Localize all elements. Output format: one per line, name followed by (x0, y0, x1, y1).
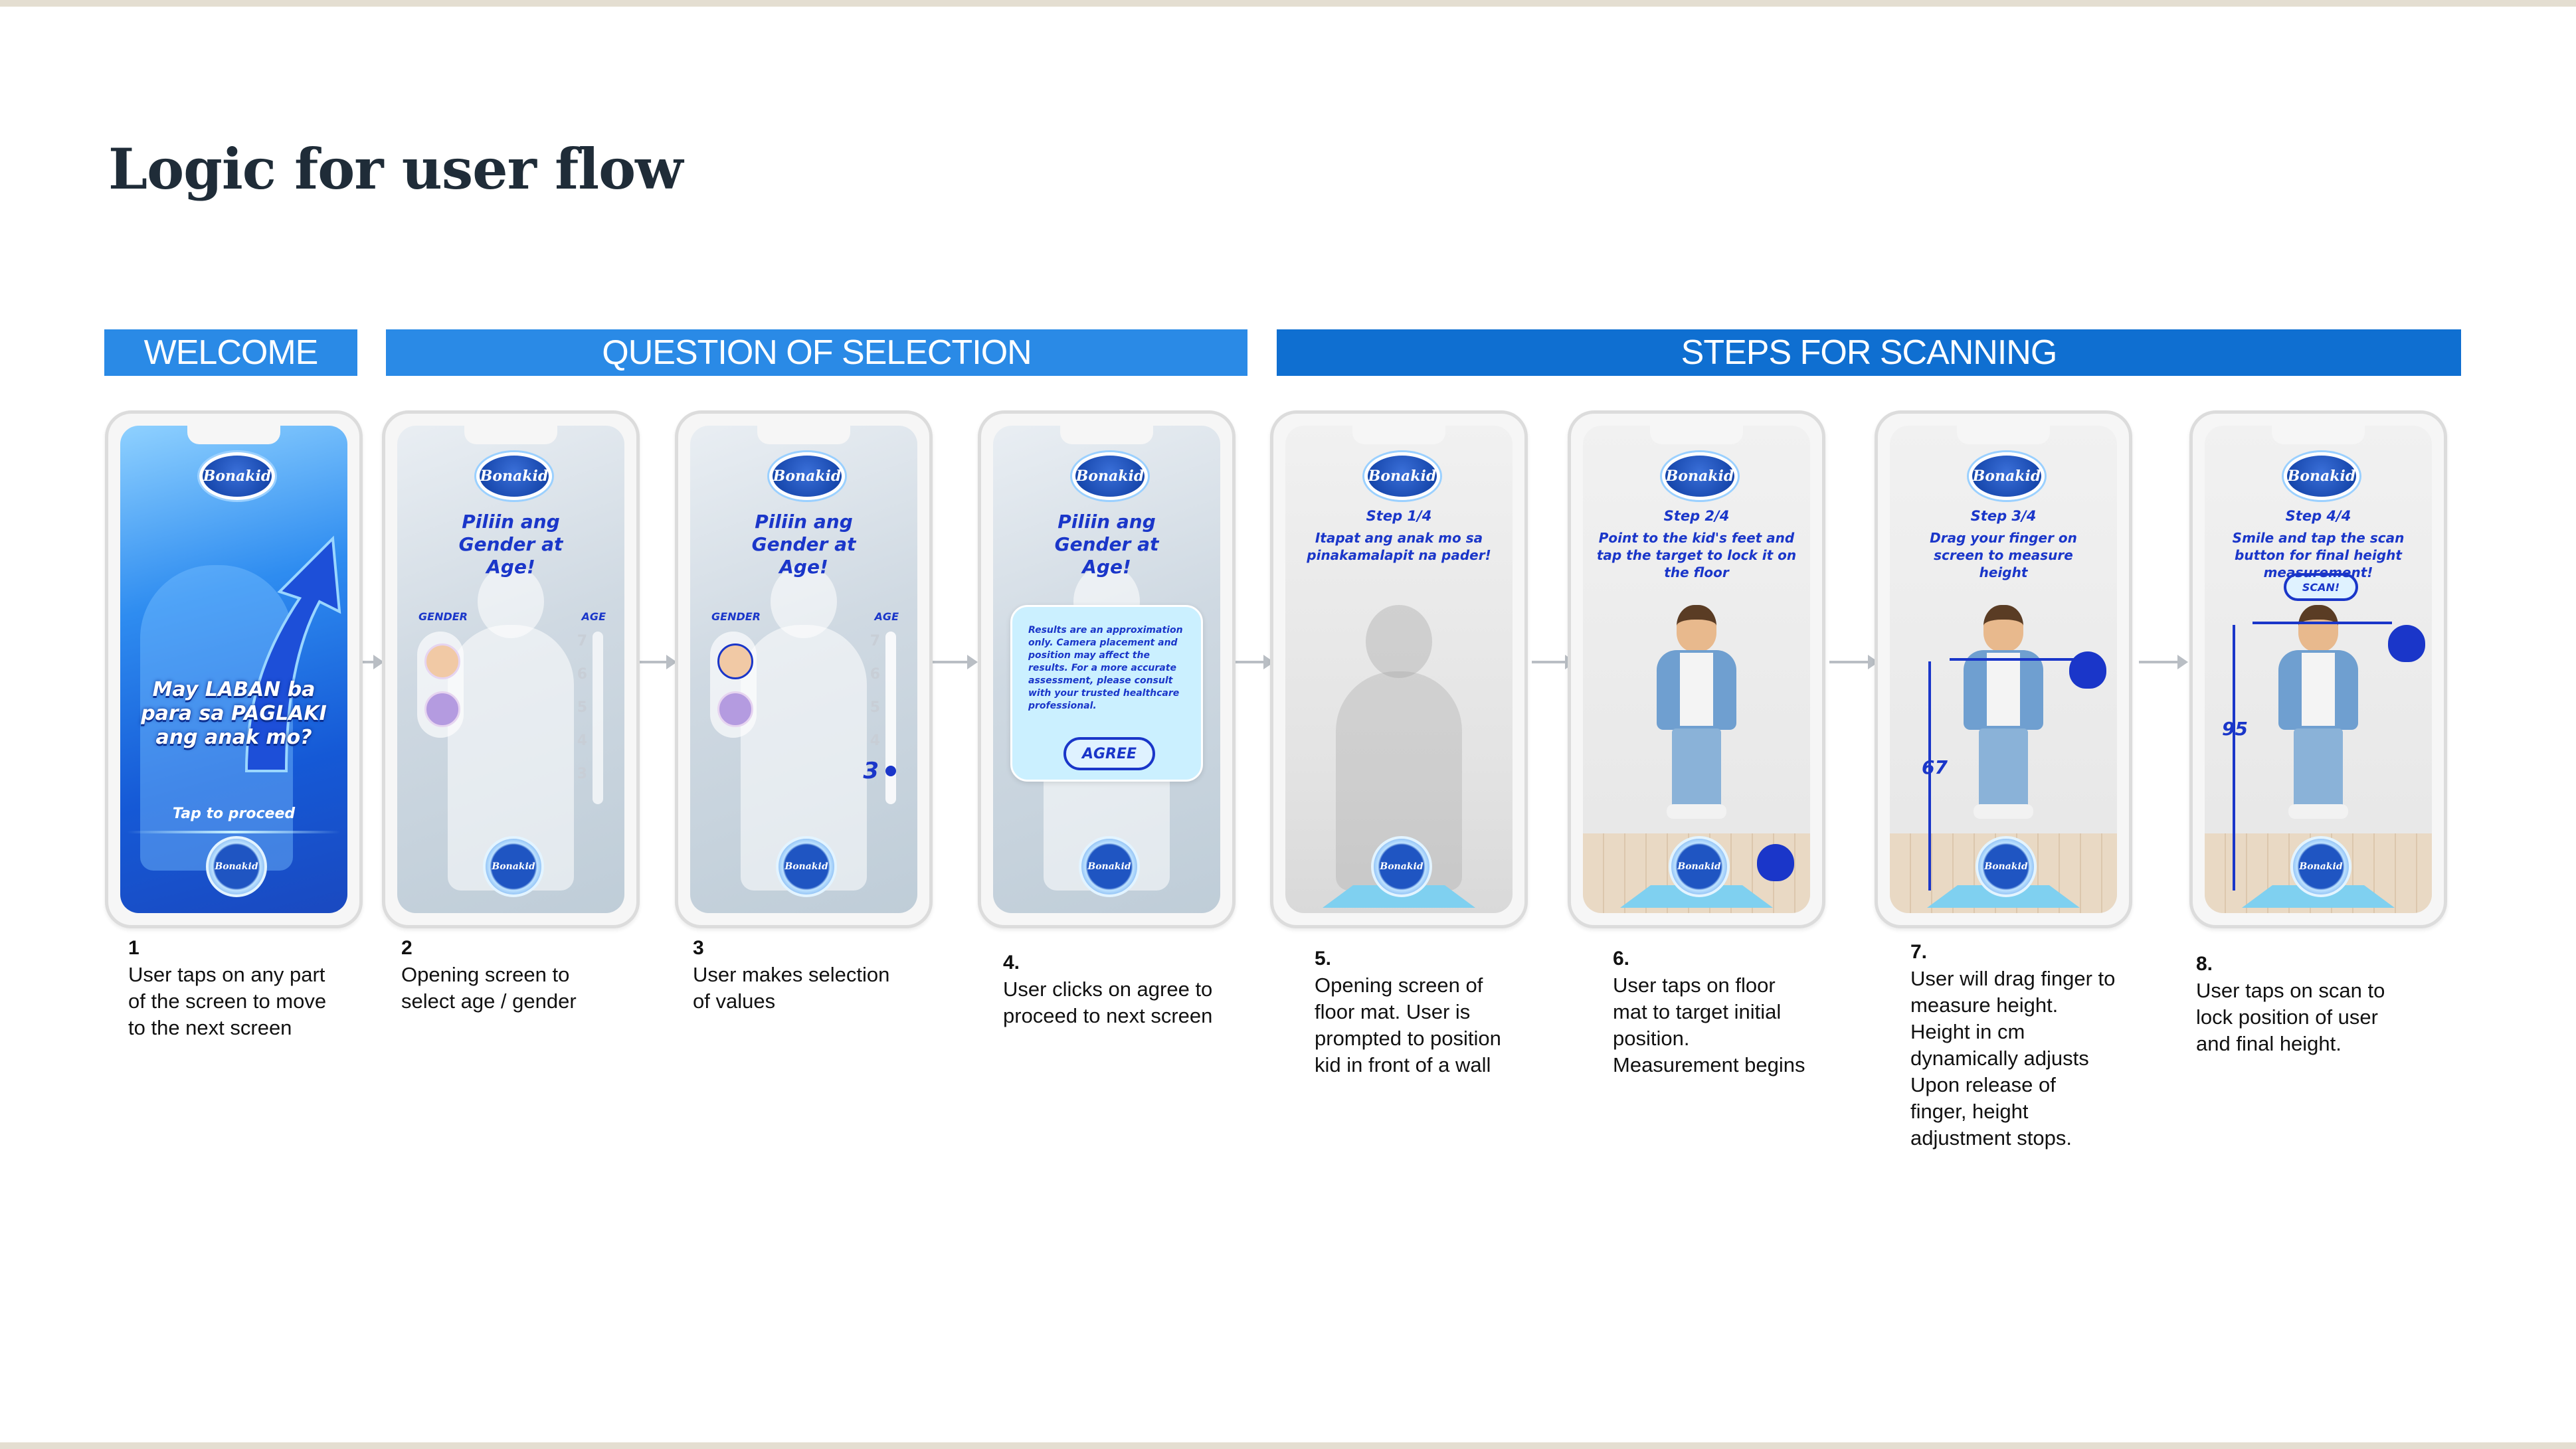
welcome-headline: May LABAN ba para sa PAGLAKI ang anak mo… (141, 678, 327, 749)
bonakid-badge: Bonakid (1371, 836, 1432, 897)
flow-arrow (1829, 655, 1879, 669)
boy-avatar-icon[interactable] (424, 643, 460, 679)
caption-7: 7. User will drag finger to measure heig… (1910, 941, 2116, 1150)
bonakid-badge: Bonakid (1079, 836, 1140, 897)
age-slider[interactable] (593, 632, 603, 804)
section-question: QUESTION OF SELECTION (386, 329, 1247, 376)
step-indicator: Step 1/4 (1366, 508, 1432, 524)
flow-arrow (2139, 655, 2188, 669)
step-indicator: Step 3/4 (1970, 508, 2037, 524)
phone-screen-6[interactable]: Bonakid Step 2/4 Point to the kid's feet… (1568, 410, 1825, 928)
age-label: AGE (581, 610, 606, 623)
bonakid-logo: Bonakid (2284, 452, 2359, 500)
screen-heading: Drag your finger on screen to measure he… (1930, 530, 2077, 580)
gender-label: GENDER (711, 610, 761, 623)
gender-selector[interactable] (710, 632, 757, 738)
caption-3: 3 User makes selection of values (693, 937, 890, 1013)
phone-screen-3[interactable]: Bonakid Piliin ang Gender at Age! GENDER… (675, 410, 933, 928)
bonakid-logo: Bonakid (1364, 452, 1440, 500)
scan-button[interactable]: SCAN! (2284, 573, 2358, 601)
screen-heading: Piliin ang Gender at Age! (751, 511, 856, 578)
flow-arrow (357, 655, 384, 669)
disclaimer-card: Results are an approximation only. Camer… (1010, 605, 1203, 782)
age-slider[interactable] (885, 632, 896, 804)
tap-to-proceed[interactable]: Tap to proceed (172, 806, 296, 822)
disclaimer-text: Results are an approximation only. Camer… (1028, 625, 1183, 711)
screen-heading: Piliin ang Gender at Age! (1054, 511, 1159, 578)
boy-avatar-icon[interactable] (717, 643, 753, 679)
phone-screen-4[interactable]: Bonakid Piliin ang Gender at Age! Result… (978, 410, 1236, 928)
bonakid-logo: Bonakid (1969, 452, 2045, 500)
kid-photo (2268, 605, 2368, 824)
arrow-up-icon (244, 535, 341, 772)
step-indicator: Step 2/4 (1663, 508, 1730, 524)
phone-screen-1[interactable]: Bonakid May LABAN ba para sa PAGLAKI ang… (105, 410, 363, 928)
flow-arrow (1532, 655, 1576, 669)
bonakid-logo: Bonakid (199, 452, 275, 500)
proceed-glow-line (127, 831, 341, 833)
caption-1: 1 User taps on any part of the screen to… (128, 937, 327, 1039)
age-label: AGE (874, 610, 899, 623)
bonakid-badge: Bonakid (1669, 836, 1730, 897)
bonakid-badge: Bonakid (1976, 836, 2037, 897)
screen-heading: Piliin ang Gender at Age! (458, 511, 563, 578)
bottom-rule (0, 1442, 2576, 1449)
height-marker[interactable] (1950, 658, 2082, 661)
height-value: 67 (1922, 756, 1948, 778)
phone-screen-8[interactable]: Bonakid Step 4/4 Smile and tap the scan … (2189, 410, 2447, 928)
flow-arrow (1232, 655, 1274, 669)
agree-button[interactable]: AGREE (1063, 737, 1155, 770)
bonakid-logo: Bonakid (476, 452, 552, 500)
tap-hand-icon (1757, 844, 1794, 881)
kid-photo (1647, 605, 1746, 824)
bonakid-badge: Bonakid (206, 836, 267, 897)
caption-8: 8. User taps on scan to lock position of… (2196, 953, 2385, 1055)
phone-screen-5[interactable]: Bonakid Step 1/4 Itapat ang anak mo sa p… (1270, 410, 1528, 928)
screen-heading: Point to the kid's feet and tap the targ… (1596, 530, 1797, 580)
girl-avatar-icon[interactable] (717, 691, 753, 727)
kid-photo (1954, 605, 2053, 824)
height-ruler (1928, 661, 1931, 891)
bonakid-badge: Bonakid (2290, 836, 2351, 897)
flow-arrow (634, 655, 677, 669)
selected-age: 3 (863, 758, 879, 784)
screen-heading: Smile and tap the scan button for final … (2232, 530, 2405, 580)
bonakid-badge: Bonakid (483, 836, 544, 897)
flow-arrow (929, 655, 978, 669)
caption-2: 2 Opening screen to select age / gender (401, 937, 577, 1013)
section-scanning: STEPS FOR SCANNING (1277, 329, 2461, 376)
girl-avatar-icon[interactable] (424, 691, 460, 727)
height-ruler (2233, 625, 2235, 891)
section-welcome: WELCOME (104, 329, 357, 376)
height-value: 95 (2222, 718, 2248, 740)
step-indicator: Step 4/4 (2285, 508, 2351, 524)
gender-label: GENDER (418, 610, 468, 623)
top-rule (0, 0, 2576, 7)
caption-6: 6. User taps on floor mat to target init… (1613, 948, 1805, 1076)
gender-selector[interactable] (417, 632, 464, 738)
phone-screen-7[interactable]: Bonakid Step 3/4 Drag your finger on scr… (1875, 410, 2132, 928)
age-slider-thumb[interactable] (885, 766, 896, 776)
bonakid-badge: Bonakid (776, 836, 837, 897)
drag-hand-icon (2069, 651, 2106, 689)
phone-screen-2[interactable]: Bonakid Piliin ang Gender at Age! GENDER… (382, 410, 640, 928)
page-title: Logic for user flow (108, 136, 683, 202)
bonakid-logo: Bonakid (1072, 452, 1148, 500)
caption-5: 5. Opening screen of floor mat. User is … (1315, 948, 1501, 1076)
bonakid-logo: Bonakid (769, 452, 845, 500)
screen-heading: Itapat ang anak mo sa pinakamalapit na p… (1307, 530, 1491, 563)
bonakid-logo: Bonakid (1662, 452, 1738, 500)
tap-hand-icon (2388, 625, 2425, 662)
caption-4: 4. User clicks on agree to proceed to ne… (1003, 952, 1213, 1027)
height-marker (2253, 622, 2392, 624)
